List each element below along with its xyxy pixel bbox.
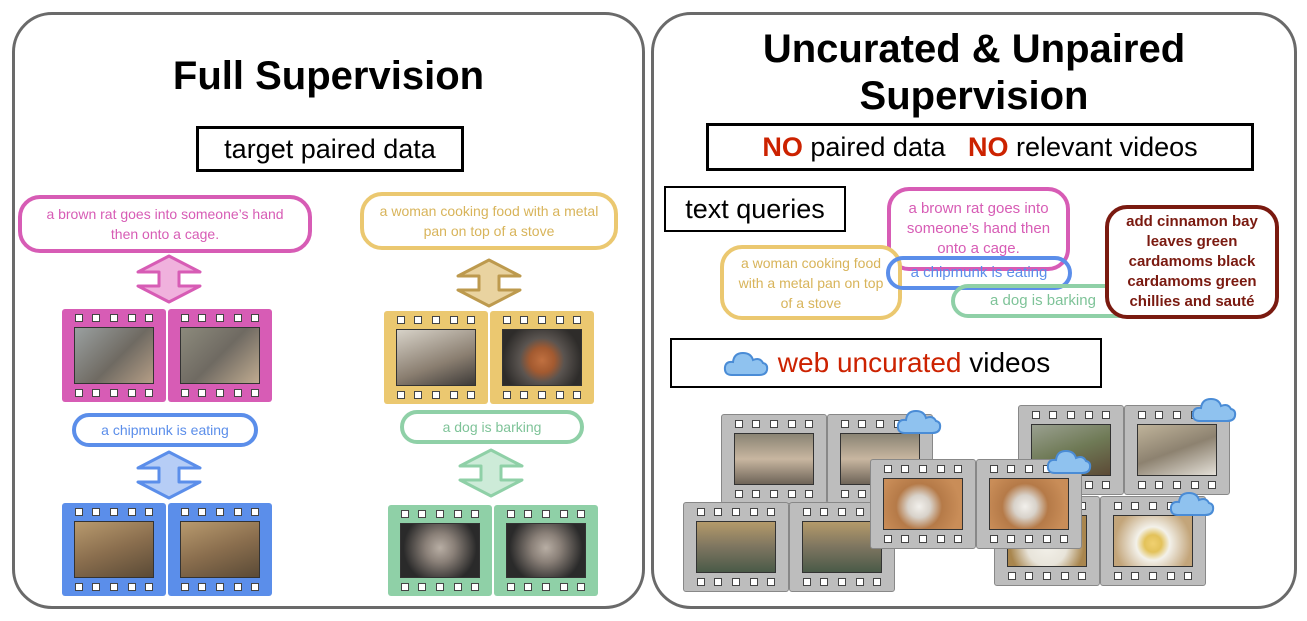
query-cooking: a woman cooking food with a metal pan on… (720, 245, 902, 320)
double-arrow-icon (136, 450, 202, 500)
film-frame-cooking-2 (490, 311, 594, 404)
query-chipmunk: a chipmunk is eating (886, 256, 1072, 290)
uncurated-title-line1: Uncurated & Unpaired (762, 27, 1186, 71)
web-video-frame (721, 414, 827, 504)
caption-dog: a dog is barking (400, 410, 584, 444)
cloud-icon (1046, 449, 1092, 474)
caption-chipmunk: a chipmunk is eating (72, 413, 258, 447)
no-word: NO (762, 131, 803, 162)
no-paired-data-box: NO paired data NO relevant videos (706, 123, 1254, 171)
double-arrow-icon (456, 258, 522, 308)
cloud-icon (723, 351, 768, 376)
full-supervision-title: Full Supervision (172, 54, 485, 98)
double-arrow-icon (136, 254, 202, 304)
film-frame-chipmunk-2 (168, 503, 272, 596)
web-video-frame (683, 502, 789, 592)
web-video-frame (870, 459, 976, 549)
film-frame-cooking-1 (384, 311, 488, 404)
caption-rat: a brown rat goes into someone’s hand the… (18, 195, 312, 253)
cloud-icon (896, 409, 942, 434)
paired-data-text: paired data (810, 131, 946, 162)
film-frame-dog-2 (494, 505, 598, 596)
videos-text: videos (969, 347, 1051, 378)
text-queries-box: text queries (664, 186, 846, 232)
web-uncurated-videos-box: web uncurated videos (670, 338, 1102, 388)
web-uncurated-text: web uncurated (777, 347, 962, 378)
query-rat: a brown rat goes into someone’s hand the… (887, 187, 1070, 271)
query-recipe: add cinnamon bay leaves green cardamoms … (1105, 205, 1279, 319)
cloud-icon (1169, 491, 1215, 516)
target-paired-data-box: target paired data (196, 126, 464, 172)
film-frame-chipmunk-1 (62, 503, 166, 596)
double-arrow-icon (458, 448, 524, 498)
uncurated-title-line2: Supervision (859, 74, 1089, 118)
no-word: NO (968, 131, 1009, 162)
web-video-frame (976, 459, 1082, 549)
relevant-videos-text: relevant videos (1016, 131, 1198, 162)
film-frame-dog-1 (388, 505, 492, 596)
film-frame-rat-1 (62, 309, 166, 402)
caption-cooking: a woman cooking food with a metal pan on… (360, 192, 618, 250)
film-frame-rat-2 (168, 309, 272, 402)
cloud-icon (1191, 397, 1237, 422)
